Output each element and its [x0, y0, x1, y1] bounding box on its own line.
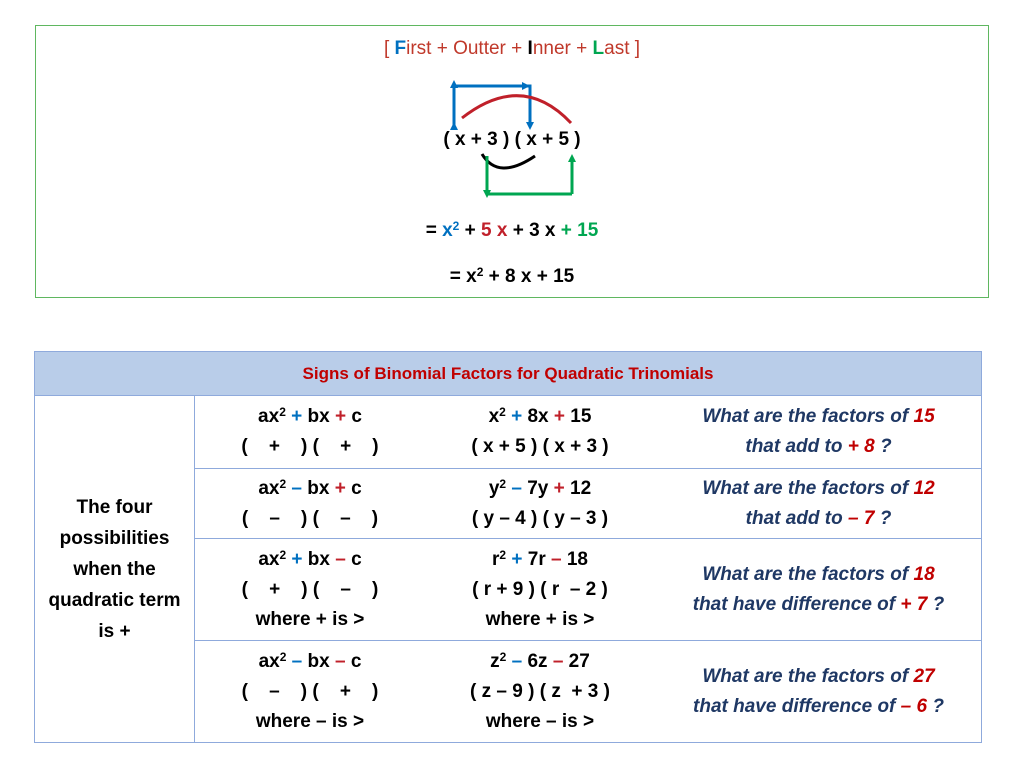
factored-form: ( z – 9 ) ( z + 3 ) [470, 681, 610, 702]
pattern: ax2 + bx + c [258, 405, 362, 427]
example-note: where + is > [485, 608, 595, 630]
table-row: ax2 + bx – c ( + ) ( – ) where + is > r2… [195, 538, 982, 640]
factored-form: ( y – 4 ) ( y – 3 ) [471, 507, 609, 529]
example-cell: z2 – 6z – 27 ( z – 9 ) ( z + 3 ) where –… [425, 641, 655, 743]
example-cell: x2 + 8x + 15 ( x + 5 ) ( x + 3 ) [425, 396, 655, 468]
first-arrow-icon [450, 82, 530, 130]
example: z2 – 6z – 27 [490, 650, 590, 672]
pattern-cell: ax2 – bx – c ( – ) ( + ) where – is > [195, 641, 425, 743]
first-initial: F [394, 38, 407, 59]
table-title: Signs of Binomial Factors for Quadratic … [35, 352, 981, 396]
foil-result: = x2 + 8 x + 15 [36, 266, 988, 288]
outer-curve-icon [461, 94, 573, 125]
sign-note: where – is > [255, 711, 365, 732]
pattern: ax2 – bx + c [258, 476, 362, 499]
pattern-cell: ax2 + bx + c ( + ) ( + ) [195, 396, 425, 468]
sign-pattern: ( + ) ( + ) [241, 436, 379, 457]
example-note: where – is > [485, 711, 595, 732]
outer-arrow-icon [454, 84, 534, 130]
expanded-first-term: x [442, 220, 453, 241]
factored-form: ( x + 5 ) ( x + 3 ) [471, 436, 609, 457]
question-line-1: What are the factors of 18 [702, 563, 935, 585]
inner-rest: nner + [532, 38, 593, 59]
expanded-last-term: + 15 [560, 220, 599, 241]
result-exponent: 2 [476, 265, 484, 279]
question-cell: What are the factors of 15 that add to +… [655, 396, 982, 468]
last-initial: L [592, 38, 605, 59]
question-line-2: that have difference of – 6 ? [693, 696, 944, 717]
expanded-inner-term: + 3 x [507, 220, 561, 241]
example-cell: y2 – 7y + 12 ( y – 4 ) ( y – 3 ) [425, 469, 655, 538]
foil-arrows-diagram [450, 80, 576, 198]
question-cell: What are the factors of 12 that add to –… [655, 469, 982, 538]
table-row: ax2 – bx – c ( – ) ( + ) where – is > z2… [195, 640, 982, 743]
sign-pattern: ( – ) ( + ) [241, 681, 379, 702]
example: y2 – 7y + 12 [488, 476, 592, 499]
expanded-first-exponent: 2 [452, 219, 460, 233]
question-line-1: What are the factors of 12 [702, 477, 935, 499]
sign-pattern: ( – ) ( – ) [241, 507, 379, 529]
last-rest: ast [604, 38, 630, 59]
question-line-2: that add to + 8 ? [745, 436, 892, 457]
result-rest: + 8 x + 15 [483, 266, 575, 287]
pattern: ax2 – bx – c [258, 650, 362, 672]
table-row: ax2 – bx + c ( – ) ( – ) y2 – 7y + 12 ( … [195, 468, 982, 538]
expanded-outer-term: 5 x [481, 220, 508, 241]
question-line-2: that add to – 7 ? [745, 507, 892, 529]
factored-form: ( r + 9 ) ( r – 2 ) [472, 578, 608, 600]
question-line-2: that have difference of + 7 ? [692, 593, 945, 615]
bracket-open: [ [383, 38, 395, 59]
bracket-close: ] [629, 38, 641, 59]
first-rest: irst + Outter + [406, 38, 528, 59]
expanded-op: + [459, 220, 481, 241]
expanded-prefix: = [425, 220, 443, 241]
foil-expanded: = x2 + 5 x + 3 x + 15 [36, 220, 988, 242]
foil-product: ( x + 3 ) ( x + 5 ) [443, 129, 581, 150]
sign-note: where + is > [255, 608, 365, 630]
question-cell: What are the factors of 27 that have dif… [655, 641, 982, 743]
question-line-1: What are the factors of 15 [702, 406, 935, 427]
row-label-cell: The four possibilities when the quadrati… [35, 396, 195, 743]
example-cell: r2 + 7r – 18 ( r + 9 ) ( r – 2 ) where +… [425, 539, 655, 640]
example: r2 + 7r – 18 [492, 547, 588, 570]
sign-pattern: ( + ) ( – ) [241, 578, 379, 600]
result-prefix: = x [449, 266, 477, 287]
pattern: ax2 + bx – c [258, 547, 362, 570]
example: x2 + 8x + 15 [488, 405, 592, 427]
foil-box: [ First + Outter + Inner + Last ] ( x + … [35, 25, 989, 298]
table-row: ax2 + bx + c ( + ) ( + ) x2 + 8x + 15 ( … [195, 396, 982, 468]
inner-initial: I [527, 38, 533, 59]
question-cell: What are the factors of 18 that have dif… [655, 539, 982, 640]
pattern-cell: ax2 + bx – c ( + ) ( – ) where + is > [195, 539, 425, 640]
row-label: The four possibilities when the quadrati… [48, 497, 181, 642]
question-line-1: What are the factors of 27 [702, 666, 935, 687]
inner-curve-icon [480, 153, 536, 170]
pattern-cell: ax2 – bx + c ( – ) ( – ) [195, 469, 425, 538]
signs-table: Signs of Binomial Factors for Quadratic … [34, 351, 982, 743]
foil-title: [ First + Outter + Inner + Last ] [36, 38, 988, 60]
